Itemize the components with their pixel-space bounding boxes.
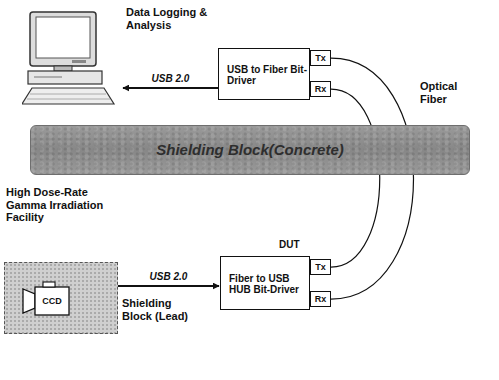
usb-cable [123,87,218,89]
node-text: Tx [311,262,330,272]
text-area: Rx [311,292,330,306]
rx-port: Rx [310,81,331,97]
dut-bit-driver-box: Fiber to USB HUB Bit-DriverDUT [220,256,310,310]
node-text: Fiber to USB HUB Bit-Driver [229,273,307,296]
optical-fiber [331,58,414,299]
text-area: Tx [311,51,330,65]
facility-label: High Dose-Rate Gamma Irradiation Facilit… [6,186,124,224]
tx-port: Tx [310,259,331,275]
computer-node: Data Logging & Analysis [22,10,122,106]
rx-port: Rx [310,291,331,307]
text-area: Shielding Block(Concrete) [31,126,469,174]
fiber-label: Optical Fiber [420,80,470,105]
node-text: USB to Fiber Bit-Driver [227,64,307,87]
bit-driver-box: USB to Fiber Bit-Driver [218,48,310,100]
node-outline [22,10,122,106]
usb-cable [118,285,219,287]
edge-label: USB 2.0 [148,271,190,283]
optical-fiber [331,89,380,267]
lead-shield-box: Shielding Block (Lead)CCD [4,262,118,334]
text-area: Tx [311,260,330,274]
text-area: USB to Fiber Bit-Driver [227,51,307,99]
text-area: CCD [35,287,69,315]
tx-port: Tx [310,50,331,66]
text-area: Fiber to USB HUB Bit-Driver [229,259,307,309]
outside-heading: Shielding Block (Lead) [122,297,200,322]
shielding-band: Shielding Block(Concrete) [30,125,470,175]
outside-heading: Data Logging & Analysis [126,6,218,31]
ccd-camera: CCD [21,281,71,317]
outside-heading: DUT [279,239,319,251]
node-text: Shielding Block(Concrete) [31,141,469,158]
node-text: CCD [35,296,69,306]
node-text: Rx [311,294,330,304]
node-text: Tx [311,53,330,63]
text-area: Rx [311,82,330,96]
node-text: Rx [311,84,330,94]
edge-label: USB 2.0 [150,73,192,85]
